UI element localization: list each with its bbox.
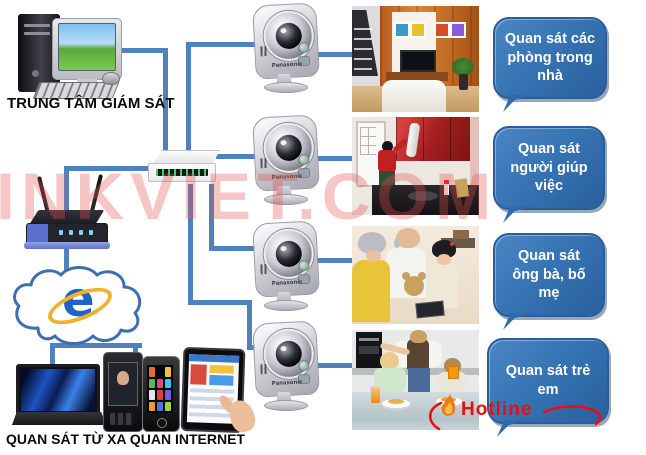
ip-camera-icon-2: Panasonic	[252, 114, 320, 208]
remote-access-label: QUAN SÁT TỪ XA QUAN INTERNET	[6, 431, 245, 447]
speech-bubble-housemaid: Quan sát người giúp việc	[493, 126, 605, 223]
connector-camera3-photo	[316, 258, 354, 263]
switch-ports	[156, 169, 208, 176]
camera-brand-label: Panasonic	[271, 60, 303, 69]
home-button-icon	[157, 418, 167, 428]
ip-camera-icon-4: Panasonic	[252, 320, 320, 414]
laptop-icon	[12, 364, 108, 428]
speech-bubble-rooms: Quan sát các phòng trong nhà	[493, 17, 607, 112]
camera-brand-label: Panasonic	[271, 378, 303, 387]
photo-grandparents	[352, 226, 479, 324]
hotline-label: Hotline	[461, 399, 533, 420]
network-switch-icon	[148, 150, 222, 186]
watermark: INKVIET.COM	[0, 159, 498, 233]
connector-camera2-photo	[316, 156, 354, 161]
hotline-left-arc	[428, 402, 443, 430]
internet-cloud-icon: e	[6, 264, 148, 346]
connector-switch-router-h	[64, 166, 152, 171]
monitoring-center-label: TRUNG TÂM GIÁM SÁT	[7, 95, 175, 112]
connector-router-top-v	[64, 166, 69, 210]
mouse-icon	[102, 72, 120, 85]
hotline-right-swoosh	[543, 405, 602, 426]
connector-camera1-left	[186, 42, 258, 47]
connector-camera4-photo	[316, 363, 354, 368]
speech-bubble-grandparents: Quan sát ông bà, bố mẹ	[493, 233, 605, 330]
connector-camera2-left	[216, 154, 258, 159]
camera-lens	[262, 227, 316, 281]
connector-laptop-v	[50, 343, 55, 371]
ip-camera-icon-3: Panasonic	[252, 220, 320, 314]
desktop-monitor-icon	[52, 18, 122, 91]
connector-camera3-left	[209, 246, 259, 251]
ie-logo-icon: e	[43, 272, 117, 332]
monitor-wallpaper	[58, 23, 116, 71]
connector-camera1-photo	[316, 52, 354, 57]
connector-devices-bus	[50, 343, 142, 348]
hand-icon	[216, 392, 259, 435]
connector-camera4-h	[188, 300, 252, 305]
iphone-icon	[142, 356, 180, 432]
connector-computer-h	[116, 48, 168, 53]
camera-brand-label: Panasonic	[271, 278, 303, 287]
bubble-tail	[497, 420, 529, 437]
connector-router-cloud-v	[64, 244, 69, 280]
photo-housemaid-kitchen	[352, 117, 479, 215]
photo-living-room	[352, 6, 479, 112]
connector-trunk-camera4-v	[188, 184, 193, 305]
app-grid	[147, 365, 173, 413]
connector-trunk-camera3-v	[209, 184, 214, 251]
connector-computer-v	[163, 48, 168, 156]
camera-lens	[262, 9, 316, 63]
bubble-tail	[503, 95, 535, 112]
bubble-tail	[503, 313, 535, 330]
cloud-outline	[13, 266, 142, 345]
smartphone-icon	[103, 352, 143, 432]
flame-icon	[441, 394, 457, 420]
wireless-router-icon	[24, 174, 116, 252]
connector-trunk-camera1	[186, 42, 191, 156]
photo-children-eating	[352, 330, 479, 430]
ip-camera-icon-1: Panasonic	[252, 2, 320, 96]
camera-lens	[262, 327, 316, 381]
connector-camera4-v2	[247, 300, 252, 350]
